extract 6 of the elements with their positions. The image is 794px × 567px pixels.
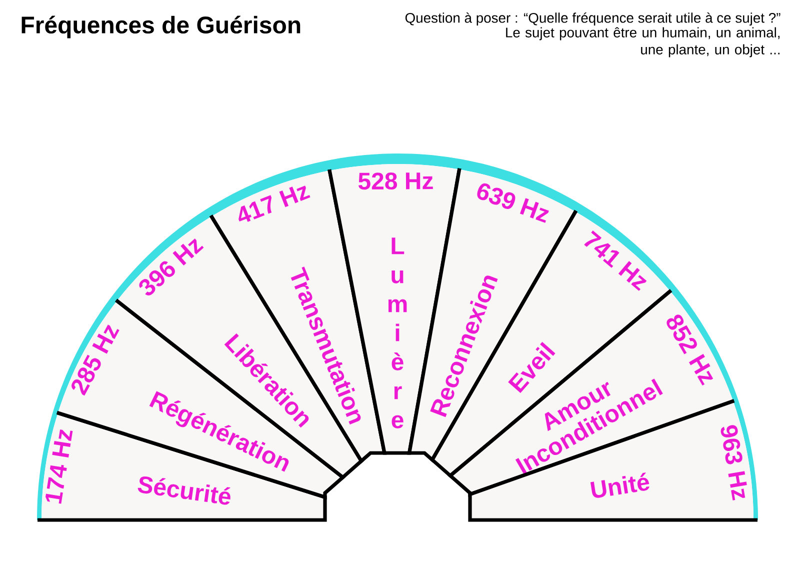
node-label: 741 Hz [584, 230, 647, 291]
note-text: Le sujet pouvant être un humain, un animal, une plante, un objet ... [506, 27, 780, 58]
node-label: 396 Hz [139, 238, 204, 296]
title: Fréquences de Guérison [22, 16, 300, 38]
note-text: Question à poser : “Quelle fréquence serait utile à ce sujet ?” [405, 12, 780, 26]
node-label: Lumière [388, 238, 407, 428]
